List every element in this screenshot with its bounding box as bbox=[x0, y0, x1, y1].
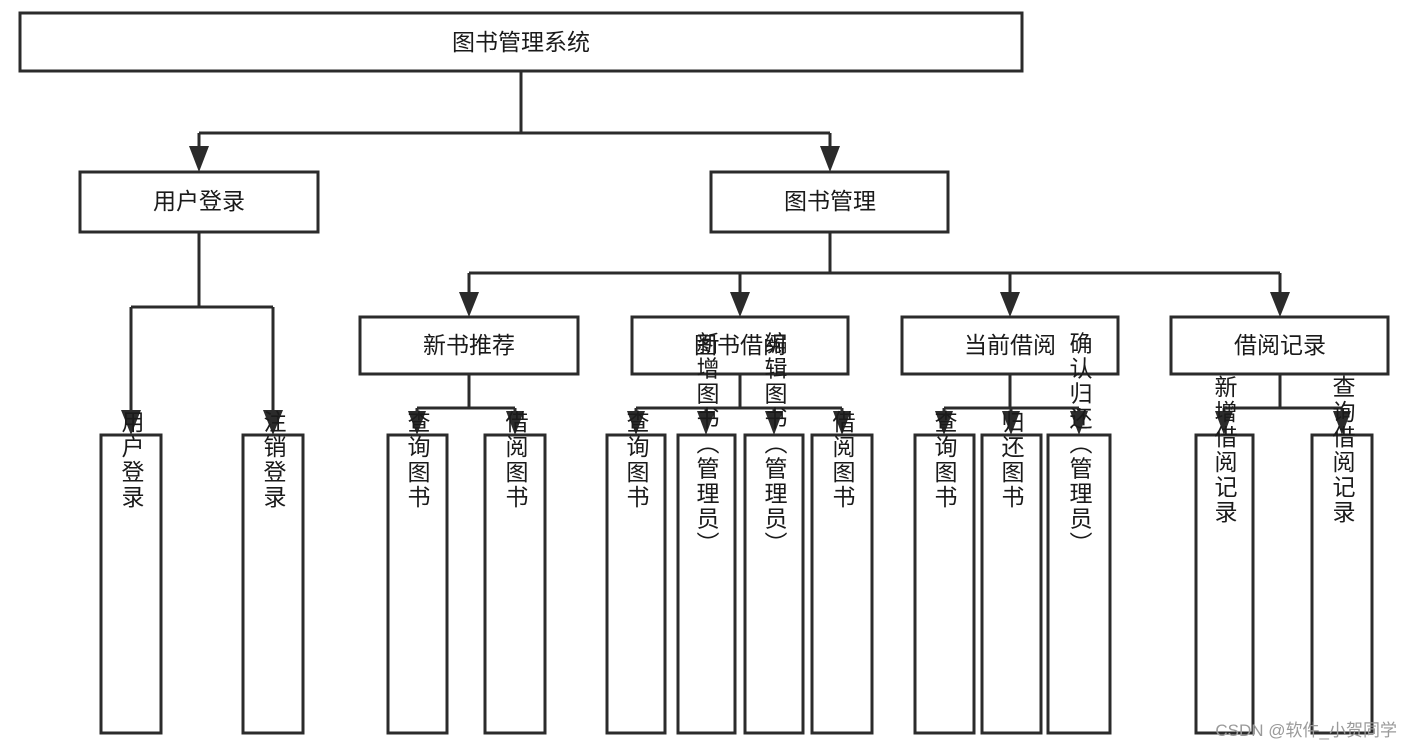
arrowhead-borrow-records bbox=[1270, 292, 1290, 317]
node-borrow-book-2[interactable]: 借阅图书 bbox=[810, 410, 874, 735]
arrowhead-current-borrow bbox=[1000, 292, 1020, 317]
arrowhead-new-book-recommend bbox=[459, 292, 479, 317]
node-user-login-do[interactable]: 用户登录 bbox=[99, 410, 163, 735]
arrowhead-return-book bbox=[1002, 411, 1020, 435]
node-box-new-book-recommend[interactable] bbox=[358, 315, 580, 376]
node-label-confirm-return: 确认归还（管理员） bbox=[1066, 332, 1093, 557]
node-add-book[interactable]: 新增图书（管理员） bbox=[676, 332, 737, 735]
node-box-user-login-do[interactable] bbox=[99, 433, 163, 735]
node-box-confirm-return[interactable] bbox=[1046, 433, 1112, 735]
node-box-add-borrow-record[interactable] bbox=[1194, 433, 1255, 735]
arrowhead-book-borrow bbox=[730, 292, 750, 317]
node-user-login[interactable]: 用户登录 bbox=[78, 170, 320, 234]
node-box-borrow-records[interactable] bbox=[1169, 315, 1390, 376]
node-borrow-records[interactable]: 借阅记录 bbox=[1169, 315, 1390, 376]
connector-group-new-book-recommend bbox=[408, 374, 524, 435]
connector-group-user-login bbox=[121, 232, 283, 435]
node-label-root: 图书管理系统 bbox=[452, 29, 590, 55]
arrowhead-add-borrow-record bbox=[1215, 411, 1233, 435]
arrowhead-query-book-2 bbox=[627, 411, 645, 435]
arrowhead-query-borrow-record bbox=[1333, 411, 1351, 435]
connector-group-current-borrow bbox=[935, 374, 1088, 435]
node-confirm-return[interactable]: 确认归还（管理员） bbox=[1046, 332, 1112, 735]
node-query-book-1[interactable]: 查询图书 bbox=[386, 410, 449, 735]
connector-group-book-borrow bbox=[627, 374, 851, 435]
node-box-edit-book[interactable] bbox=[743, 433, 805, 735]
node-query-book-2[interactable]: 查询图书 bbox=[605, 410, 667, 735]
node-label-current-borrow: 当前借阅 bbox=[964, 332, 1056, 358]
node-box-user-login[interactable] bbox=[78, 170, 320, 234]
arrowhead-borrow-book-1 bbox=[506, 411, 524, 435]
arrowhead-user-login bbox=[189, 146, 209, 172]
node-label-book-management: 图书管理 bbox=[784, 188, 876, 214]
node-root-system[interactable]: 图书管理系统 bbox=[18, 11, 1024, 73]
node-box-add-book[interactable] bbox=[676, 433, 737, 735]
node-label-query-book-3: 查询图书 bbox=[931, 410, 958, 510]
node-box-query-borrow-record[interactable] bbox=[1310, 433, 1374, 735]
node-box-user-logout[interactable] bbox=[241, 433, 305, 735]
node-query-book-3[interactable]: 查询图书 bbox=[913, 410, 976, 735]
node-current-borrow[interactable]: 当前借阅 bbox=[900, 315, 1120, 376]
node-box-query-book-3[interactable] bbox=[913, 433, 976, 735]
node-edit-book[interactable]: 编辑图书（管理员） bbox=[743, 332, 805, 735]
node-borrow-book-1[interactable]: 借阅图书 bbox=[483, 410, 547, 735]
node-label-edit-book: 编辑图书（管理员） bbox=[761, 332, 788, 557]
node-book-management[interactable]: 图书管理 bbox=[709, 170, 950, 234]
node-label-borrow-book-2: 借阅图书 bbox=[829, 410, 856, 510]
node-box-borrow-book-2[interactable] bbox=[810, 433, 874, 735]
node-label-user-login-do: 用户登录 bbox=[118, 410, 145, 510]
csdn-watermark: CSDN @软件_小贺同学 bbox=[1215, 721, 1397, 740]
connector-group-root bbox=[189, 71, 840, 172]
node-label-add-book: 新增图书（管理员） bbox=[693, 332, 720, 557]
node-label-borrow-book-1: 借阅图书 bbox=[502, 410, 529, 510]
node-label-user-logout: 注销登录 bbox=[260, 410, 287, 510]
arrowhead-confirm-return bbox=[1070, 411, 1088, 435]
node-box-query-book-1[interactable] bbox=[386, 433, 449, 735]
node-label-return-book: 归还图书 bbox=[998, 410, 1025, 510]
node-box-book-management[interactable] bbox=[709, 170, 950, 234]
node-label-query-book-2: 查询图书 bbox=[623, 410, 650, 510]
arrowhead-query-book-3 bbox=[935, 411, 953, 435]
arrowhead-add-book bbox=[697, 411, 715, 435]
node-user-logout[interactable]: 注销登录 bbox=[241, 410, 305, 735]
node-box-borrow-book-1[interactable] bbox=[483, 433, 547, 735]
node-box-current-borrow[interactable] bbox=[900, 315, 1120, 376]
node-return-book[interactable]: 归还图书 bbox=[980, 410, 1043, 735]
node-label-user-login: 用户登录 bbox=[153, 188, 245, 214]
node-box-return-book[interactable] bbox=[980, 433, 1043, 735]
arrowhead-user-login-do bbox=[121, 410, 141, 435]
node-label-new-book-recommend: 新书推荐 bbox=[423, 332, 515, 358]
node-label-book-borrow: 图书借阅 bbox=[694, 332, 786, 358]
arrowhead-book-management bbox=[820, 146, 840, 172]
node-label-query-borrow-record: 查询借阅记录 bbox=[1329, 375, 1356, 525]
connector-group-borrow-records bbox=[1215, 374, 1351, 435]
node-book-borrow[interactable]: 图书借阅 bbox=[630, 315, 850, 376]
node-query-borrow-record[interactable]: 查询借阅记录 bbox=[1310, 375, 1374, 735]
arrowhead-borrow-book-2 bbox=[833, 411, 851, 435]
node-new-book-recommend[interactable]: 新书推荐 bbox=[358, 315, 580, 376]
arrowhead-query-book-1 bbox=[408, 411, 426, 435]
arrowhead-user-logout bbox=[263, 410, 283, 435]
node-label-borrow-records: 借阅记录 bbox=[1234, 332, 1326, 358]
node-label-add-borrow-record: 新增借阅记录 bbox=[1211, 375, 1238, 525]
node-add-borrow-record[interactable]: 新增借阅记录 bbox=[1194, 375, 1255, 735]
node-box-query-book-2[interactable] bbox=[605, 433, 667, 735]
arrowhead-edit-book bbox=[765, 411, 783, 435]
node-label-query-book-1: 查询图书 bbox=[404, 410, 431, 510]
node-box-root[interactable] bbox=[18, 11, 1024, 73]
node-box-book-borrow[interactable] bbox=[630, 315, 850, 376]
connector-group-book-management bbox=[459, 232, 1290, 317]
